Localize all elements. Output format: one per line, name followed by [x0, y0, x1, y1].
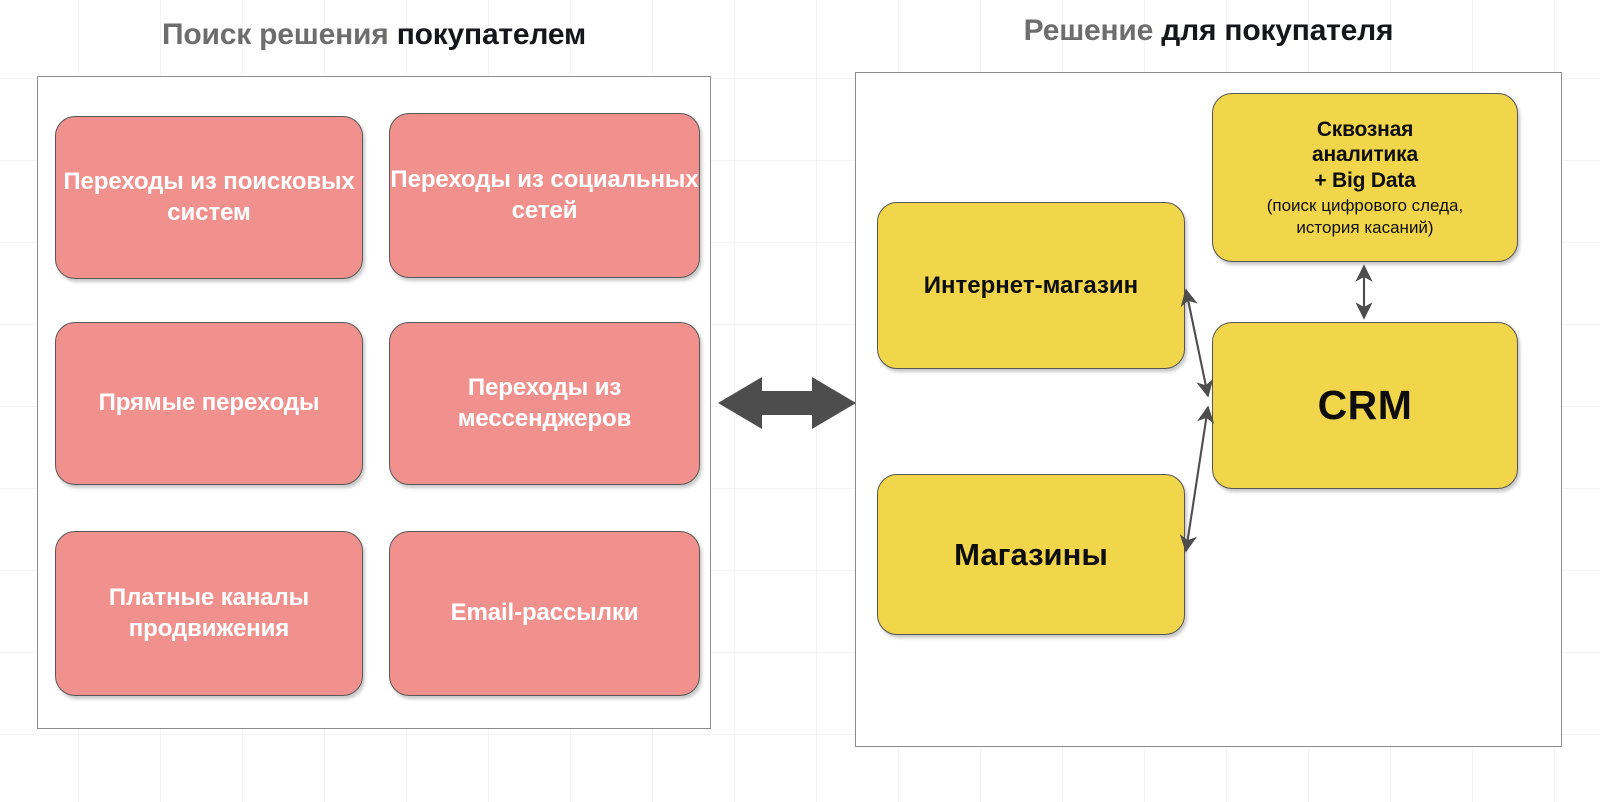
- node-label: Магазины: [954, 536, 1108, 572]
- analytics-sub-line1: (поиск цифрового следа,: [1266, 195, 1464, 215]
- analytics-sub-line2: история касаний): [1296, 217, 1434, 237]
- node-online-shop[interactable]: Интернет-магазин: [877, 202, 1185, 369]
- left-title-soft: Поиск решения: [162, 18, 389, 51]
- node-label: Платные каналы продвижения: [108, 584, 310, 642]
- node-direct-traffic[interactable]: Прямые переходы: [55, 322, 363, 485]
- node-label: Переходы из социальных сетей: [390, 166, 699, 224]
- analytics-heading-line2: аналитика: [1312, 143, 1418, 167]
- node-email-campaigns[interactable]: Email-рассылки: [389, 531, 700, 696]
- node-label: Переходы из поисковых систем: [63, 168, 355, 226]
- panel-link-arrow-hitbox: [712, 372, 857, 434]
- node-label: Email-рассылки: [450, 599, 639, 627]
- node-crm[interactable]: CRM: [1212, 322, 1518, 489]
- node-paid-promotion-channels[interactable]: Платные каналы продвижения: [55, 531, 363, 696]
- node-label: Интернет-магазин: [923, 271, 1139, 299]
- node-end-to-end-analytics[interactable]: Сквозная аналитика + Big Data (поиск циф…: [1212, 93, 1518, 262]
- right-title-hard: для покупателя: [1161, 14, 1394, 47]
- node-label: Переходы из мессенджеров: [457, 374, 632, 432]
- node-label: CRM: [1317, 382, 1413, 428]
- right-panel-title: Решение для покупателя: [855, 16, 1562, 46]
- right-title-soft: Решение: [1023, 14, 1154, 47]
- analytics-heading-line3: + Big Data: [1314, 169, 1416, 193]
- left-panel-title: Поиск решения покупателем: [37, 20, 711, 50]
- node-search-engine-traffic[interactable]: Переходы из поисковых систем: [55, 116, 363, 279]
- node-social-network-traffic[interactable]: Переходы из социальных сетей: [389, 113, 700, 278]
- node-messenger-traffic[interactable]: Переходы из мессенджеров: [389, 322, 700, 485]
- left-title-hard: покупателем: [396, 18, 586, 51]
- node-label: Прямые переходы: [98, 389, 320, 417]
- analytics-heading-line1: Сквозная: [1316, 117, 1414, 141]
- node-retail-stores[interactable]: Магазины: [877, 474, 1185, 635]
